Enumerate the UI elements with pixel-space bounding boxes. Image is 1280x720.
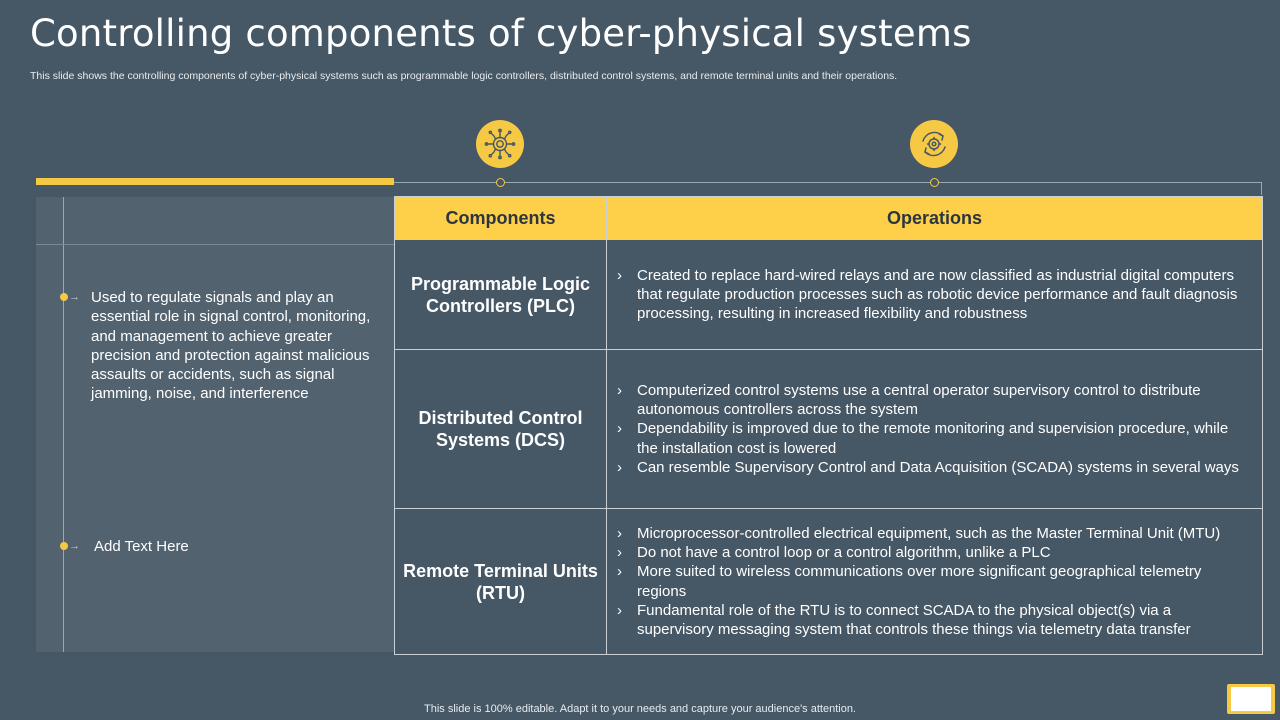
bullet-marker: →: [60, 540, 80, 552]
operation-item: Fundamental role of the RTU is to connec…: [617, 601, 1242, 639]
component-name: Programmable Logic Controllers (PLC): [394, 239, 607, 350]
components-table: Components Operations Programmable Logic…: [394, 196, 1263, 655]
arrow-right-icon: →: [69, 540, 80, 552]
operation-item: Created to replace hard-wired relays and…: [617, 266, 1242, 324]
operations-cell: Computerized control systems use a centr…: [606, 349, 1263, 509]
operation-item: More suited to wireless communications o…: [617, 562, 1242, 600]
operations-list: Microprocessor-controlled electrical equ…: [617, 524, 1242, 639]
operations-cell: Microprocessor-controlled electrical equ…: [606, 508, 1263, 655]
panel-vertical-line: [63, 197, 64, 652]
operation-item: Microprocessor-controlled electrical equ…: [617, 524, 1242, 543]
component-name: Remote Terminal Units (RTU): [394, 508, 607, 655]
bullet-marker: →: [60, 291, 80, 303]
operation-item: Do not have a control loop or a control …: [617, 543, 1242, 562]
page-title: Controlling components of cyber-physical…: [30, 12, 972, 55]
table-row: Distributed Control Systems (DCS) Comput…: [394, 349, 1263, 509]
arrow-right-icon: →: [69, 291, 80, 303]
header-operations: Operations: [606, 196, 1263, 240]
table-header-row: Components Operations: [394, 196, 1263, 240]
page-subtitle: This slide shows the controlling compone…: [30, 70, 898, 82]
timeline-dot-components: [496, 178, 505, 187]
timeline-dot-operations: [930, 178, 939, 187]
gear-cycle-icon: [910, 120, 958, 168]
operation-item: Computerized control systems use a centr…: [617, 381, 1242, 419]
timeline-line: [394, 182, 1262, 183]
accent-bar: [36, 178, 394, 185]
left-panel-description: Used to regulate signals and play an ess…: [91, 289, 371, 403]
bullet-dot-icon: [60, 293, 68, 301]
header-components: Components: [394, 196, 607, 240]
timeline-end-tick: [1261, 182, 1262, 195]
table-row: Programmable Logic Controllers (PLC) Cre…: [394, 239, 1263, 350]
operation-item: Dependability is improved due to the rem…: [617, 419, 1242, 457]
left-panel: → Used to regulate signals and play an e…: [36, 197, 394, 652]
circuit-chip-icon: [476, 120, 524, 168]
table-row: Remote Terminal Units (RTU) Microprocess…: [394, 508, 1263, 655]
operation-item: Can resemble Supervisory Control and Dat…: [617, 458, 1242, 477]
bullet-dot-icon: [60, 542, 68, 550]
operations-list: Created to replace hard-wired relays and…: [617, 266, 1242, 324]
component-name: Distributed Control Systems (DCS): [394, 349, 607, 509]
panel-divider: [36, 244, 394, 245]
left-panel-placeholder: Add Text Here: [94, 538, 189, 555]
operations-cell: Created to replace hard-wired relays and…: [606, 239, 1263, 350]
operations-list: Computerized control systems use a centr…: [617, 381, 1242, 477]
footer-note: This slide is 100% editable. Adapt it to…: [424, 703, 856, 715]
corner-thumbnail: [1227, 684, 1275, 714]
